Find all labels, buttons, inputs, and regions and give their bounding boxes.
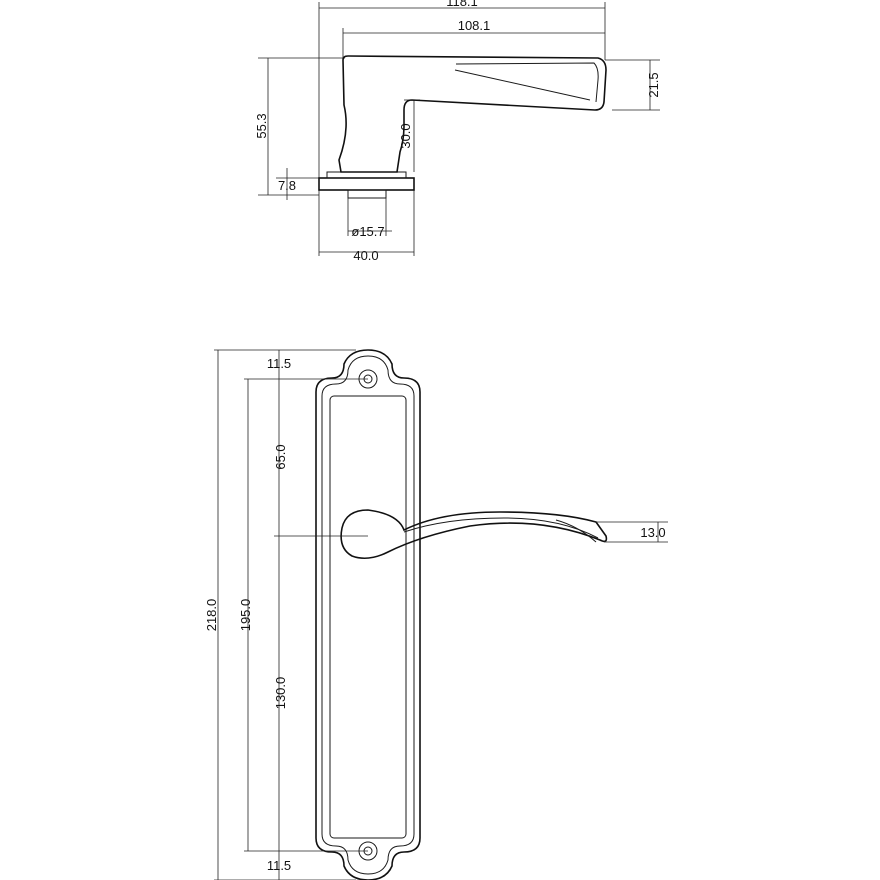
backplate-inner-border: [321, 355, 415, 875]
backplate-panel: [329, 395, 407, 839]
dim-fixing-centres: 195.0: [238, 599, 253, 632]
dim-rose-thickness: 7.8: [278, 178, 296, 193]
dim-lever-to-bottom: 130.0: [273, 677, 288, 710]
dim-lever-length: 108.1: [458, 18, 491, 33]
lever-front-tip-line: [555, 519, 597, 543]
lever-side-profile: [338, 55, 607, 173]
spindle-stub: [347, 189, 387, 199]
dim-lever-tip-height: 13.0: [640, 525, 665, 540]
rose-base: [318, 177, 415, 191]
dim-overall-height: 55.3: [254, 113, 269, 138]
lever-front: [340, 509, 608, 560]
dim-bottom-fixing-offset: 11.5: [267, 858, 291, 873]
dim-top-to-lever: 65.0: [273, 444, 288, 469]
side-view: 118.1 108.1 21.5 55.3 30.0 7.8 ø15.7 40.…: [254, 0, 661, 263]
backplate-outer: [315, 349, 421, 880]
lever-side-inner-edge: [455, 62, 599, 103]
dim-spindle-diameter: ø15.7: [351, 224, 384, 239]
front-view: 218.0 195.0 11.5 11.5 65.0 130.0 13.0: [204, 349, 668, 880]
rose-top: [326, 171, 407, 179]
lever-side-face-line: [454, 69, 591, 101]
dim-top-fixing-offset: 11.5: [267, 356, 291, 371]
dim-rose-width: 40.0: [353, 248, 378, 263]
dim-plate-length: 218.0: [204, 599, 219, 632]
dim-lever-thickness: 21.5: [646, 72, 661, 97]
lever-front-inner-edge: [403, 517, 599, 539]
dim-neck-height: 30.0: [398, 123, 413, 148]
dim-overall-length: 118.1: [446, 0, 478, 9]
